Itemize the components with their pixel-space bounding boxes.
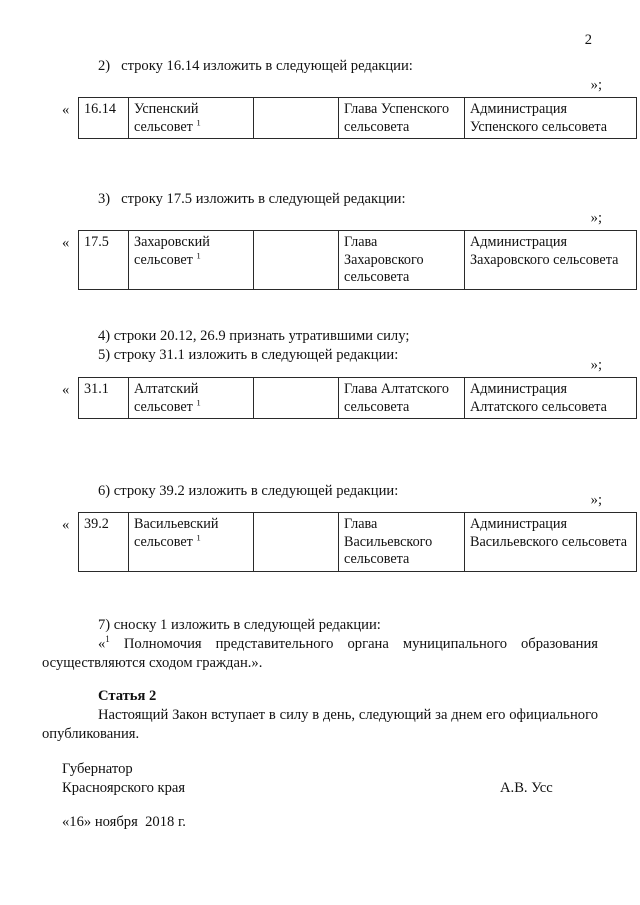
cell-blank xyxy=(253,512,339,572)
signatory-title-line2: Красноярского края xyxy=(62,780,186,796)
quote-close-mark: »; xyxy=(590,77,602,94)
cell-administration: Администрация Алтатского сельсовета xyxy=(464,377,637,419)
quote-close-mark: »; xyxy=(590,210,602,227)
clause-2-intro: 2) строку 16.14 изложить в следующей ред… xyxy=(98,58,413,74)
table-row: 39.2 Васильевский сельсовет 1 Глава Васи… xyxy=(78,512,637,572)
footnote-open-quote: « xyxy=(98,636,106,652)
clause-3-intro: 3) строку 17.5 изложить в следующей реда… xyxy=(98,191,406,207)
quote-close-mark: »; xyxy=(590,492,602,509)
footnote-marker: 1 xyxy=(196,249,201,260)
table-row: 16.14 Успенский сельсовет 1 Глава Успенс… xyxy=(78,97,637,139)
quote-open-mark: « xyxy=(62,102,70,118)
footnote-paragraph: «1 Полномочия представительного органа м… xyxy=(42,635,598,673)
cell-name: Захаровский сельсовет 1 xyxy=(128,230,254,290)
article-heading: Статья 2 xyxy=(98,688,157,704)
cell-head: Глава Алтатского сельсовета xyxy=(338,377,465,419)
cell-name-text: Захаровский сельсовет xyxy=(134,234,210,268)
table-row: 31.1 Алтатский сельсовет 1 Глава Алтатск… xyxy=(78,377,637,419)
clause-4: 4) строки 20.12, 26.9 признать утративши… xyxy=(98,328,410,344)
clause-7-intro: 7) сноску 1 изложить в следующей редакци… xyxy=(98,617,381,633)
cell-number: 16.14 xyxy=(78,97,129,139)
quote-open-mark: « xyxy=(62,235,70,251)
registry-table-17-5: 17.5 Захаровский сельсовет 1 Глава Захар… xyxy=(78,230,637,290)
footnote-text: Полномочия представительного органа муни… xyxy=(42,636,602,671)
cell-blank xyxy=(253,230,339,290)
quote-open-mark: « xyxy=(62,382,70,398)
cell-administration: Администрация Захаровского сельсовета xyxy=(464,230,637,290)
cell-administration: Администрация Васильевского сельсовета xyxy=(464,512,637,572)
signature-date: «16» ноября 2018 г. xyxy=(62,814,186,830)
cell-administration: Администрация Успенского сельсовета xyxy=(464,97,637,139)
registry-table-39-2: 39.2 Васильевский сельсовет 1 Глава Васи… xyxy=(78,512,637,572)
footnote-marker: 1 xyxy=(196,116,201,127)
cell-blank xyxy=(253,377,339,419)
footnote-marker: 1 xyxy=(105,634,110,645)
cell-number: 39.2 xyxy=(78,512,129,572)
cell-name: Алтатский сельсовет 1 xyxy=(128,377,254,419)
page-number: 2 xyxy=(584,32,592,48)
registry-table-16-14: 16.14 Успенский сельсовет 1 Глава Успенс… xyxy=(78,97,637,139)
cell-number: 31.1 xyxy=(78,377,129,419)
signatory-title-line1: Губернатор xyxy=(62,761,133,777)
cell-name: Васильевский сельсовет 1 xyxy=(128,512,254,572)
footnote-marker: 1 xyxy=(196,531,201,542)
cell-name-text: Успенский сельсовет xyxy=(134,101,199,135)
quote-close-mark: »; xyxy=(590,357,602,374)
table-row: 17.5 Захаровский сельсовет 1 Глава Захар… xyxy=(78,230,637,290)
cell-name-text: Алтатский сельсовет xyxy=(134,381,199,415)
cell-name-text: Васильевский сельсовет xyxy=(134,516,219,550)
cell-head: Глава Васильевского сельсовета xyxy=(338,512,465,572)
clause-5-intro: 5) строку 31.1 изложить в следующей реда… xyxy=(98,347,399,363)
signatory-name: А.В. Усс xyxy=(500,780,553,796)
cell-number: 17.5 xyxy=(78,230,129,290)
cell-name: Успенский сельсовет 1 xyxy=(128,97,254,139)
article-body: Настоящий Закон вступает в силу в день, … xyxy=(42,707,602,742)
cell-blank xyxy=(253,97,339,139)
cell-head: Глава Успенского сельсовета xyxy=(338,97,465,139)
cell-head: Глава Захаровского сельсовета xyxy=(338,230,465,290)
clause-6-intro: 6) строку 39.2 изложить в следующей реда… xyxy=(98,483,399,499)
quote-open-mark: « xyxy=(62,517,70,533)
registry-table-31-1: 31.1 Алтатский сельсовет 1 Глава Алтатск… xyxy=(78,377,637,419)
footnote-marker: 1 xyxy=(196,396,201,407)
